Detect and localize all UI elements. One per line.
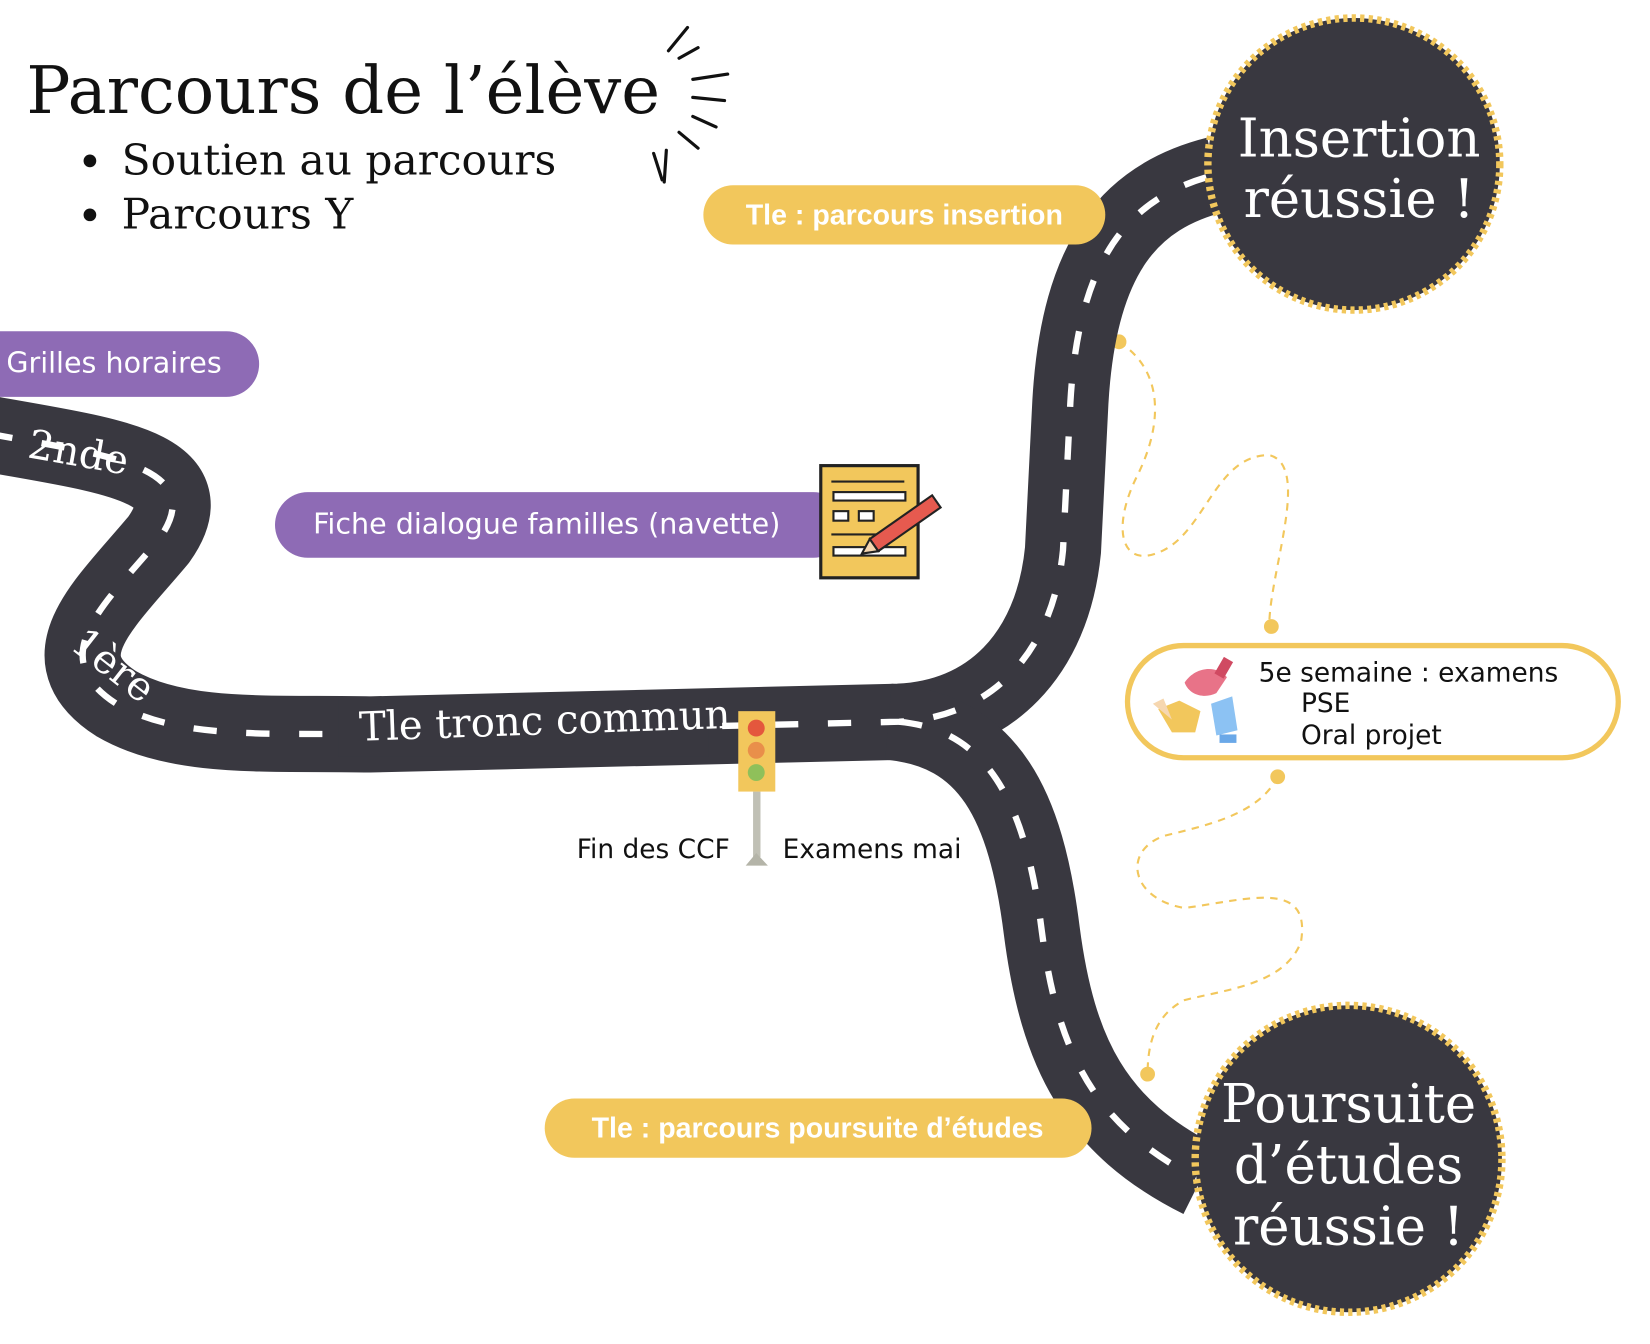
connector-dot <box>1140 1066 1155 1082</box>
pill-tle-insertion-label: Tle : parcours insertion <box>746 199 1063 231</box>
sunburst-icon <box>652 25 730 184</box>
exam-line-2: PSE <box>1301 688 1350 719</box>
traffic-light-icon <box>738 711 776 866</box>
bullet-parcours-y: Parcours Y <box>122 190 355 239</box>
puzzle-hands-icon <box>1152 656 1238 743</box>
pill-grilles-label: Grilles horaires <box>6 346 221 380</box>
exam-line-3: Oral projet <box>1301 720 1442 751</box>
exam-box: 5e semaine : examens PSE Oral projet <box>1124 642 1621 761</box>
dotted-connector <box>1118 340 1304 1075</box>
road <box>0 137 1227 1215</box>
label-examens-mai: Examens mai <box>783 834 962 865</box>
pill-tle-poursuite-label: Tle : parcours poursuite d’études <box>592 1113 1044 1145</box>
page-title: Parcours de l’élève <box>26 53 660 129</box>
goal-poursuite-line1: Poursuite <box>1221 1074 1476 1135</box>
pill-grilles-horaires: Grilles horaires <box>0 331 260 397</box>
goal-insertion-line2: réussie ! <box>1244 169 1475 230</box>
road-label-bg <box>338 698 709 757</box>
document-pencil-icon <box>819 464 943 580</box>
pill-tle-poursuite: Tle : parcours poursuite d’études <box>544 1098 1092 1158</box>
connector-dot <box>1263 619 1279 634</box>
goal-poursuite-line3: réussie ! <box>1233 1197 1464 1258</box>
label-fin-ccf: Fin des CCF <box>577 834 730 865</box>
pill-fiche-dialogue: Fiche dialogue familles (navette) <box>275 492 847 558</box>
goal-insertion-line1: Insertion <box>1238 109 1481 170</box>
bullet-soutien: Soutien au parcours <box>122 136 557 185</box>
exam-line-1: 5e semaine : examens <box>1259 658 1559 689</box>
goal-poursuite: Poursuite d’études réussie ! <box>1191 1001 1506 1316</box>
pill-tle-insertion: Tle : parcours insertion <box>703 185 1106 245</box>
bullet-dot <box>83 154 97 168</box>
pill-fiche-label: Fiche dialogue familles (navette) <box>313 506 780 540</box>
goal-poursuite-line2: d’études <box>1234 1135 1463 1196</box>
bullet-dot <box>83 208 97 222</box>
goal-insertion: Insertion réussie ! <box>1204 14 1504 314</box>
connector-dot <box>1270 769 1286 785</box>
